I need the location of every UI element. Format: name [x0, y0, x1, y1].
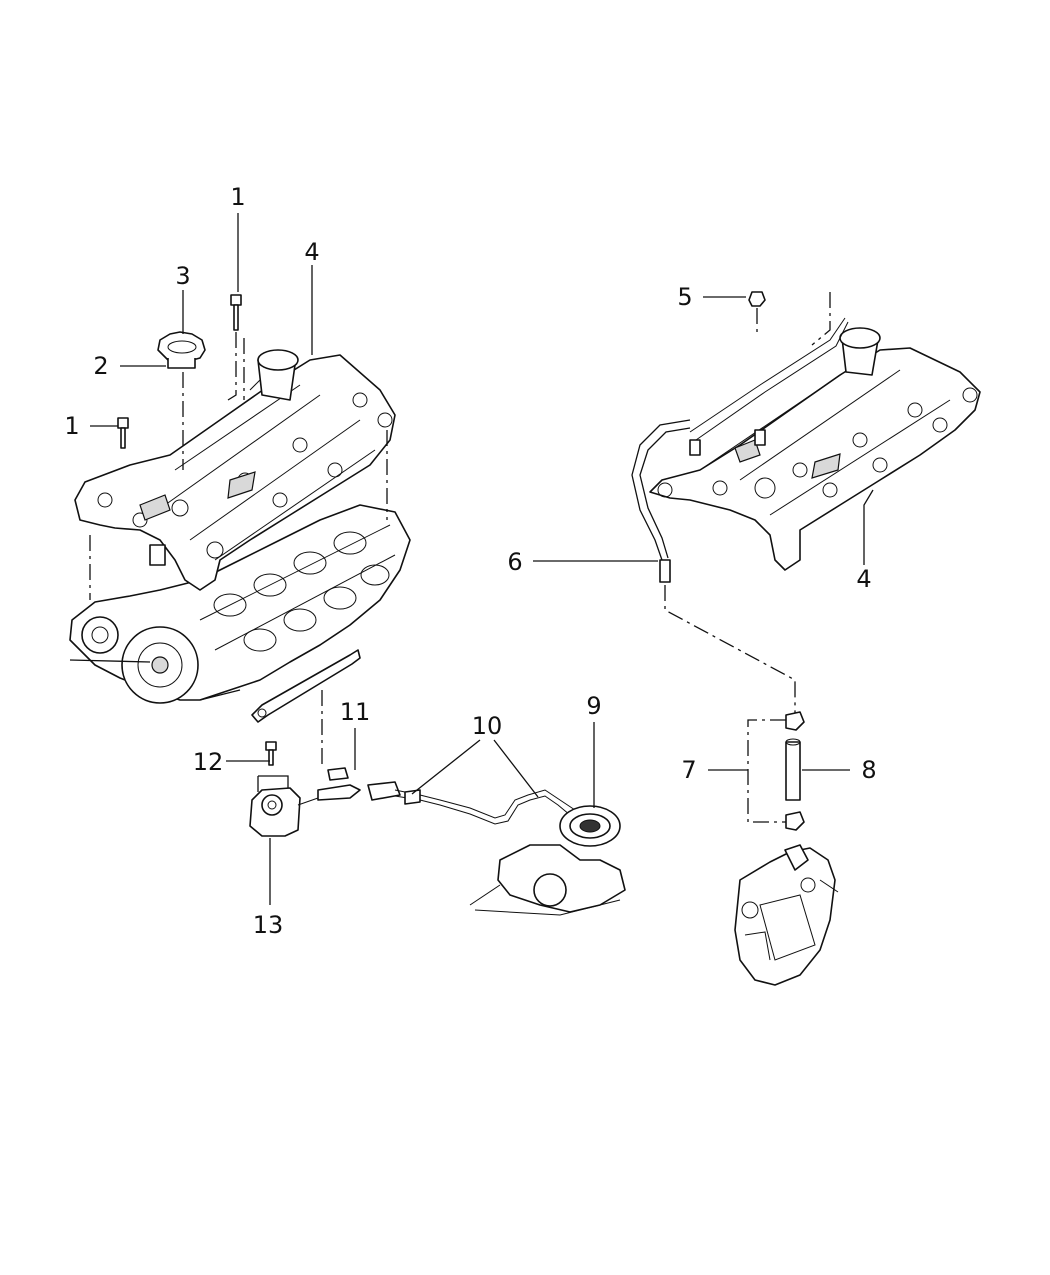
hose-assembly	[785, 711, 805, 831]
callout-3: 3	[175, 262, 190, 290]
vacuum-tube	[631, 419, 691, 583]
nut-part-5	[748, 291, 766, 307]
vacuum-pump	[734, 844, 839, 986]
oil-filler-cap	[157, 331, 206, 369]
right-valve-cover	[649, 317, 981, 571]
callout-9: 9	[586, 692, 601, 720]
leader-10a	[411, 739, 481, 795]
bolt-align-line	[227, 332, 237, 401]
callout-7: 7	[681, 756, 696, 784]
callout-6: 6	[507, 548, 522, 576]
callout-2: 2	[93, 352, 108, 380]
callout-11: 11	[340, 698, 371, 726]
callout-1-left: 1	[64, 412, 79, 440]
hose-bracket-line	[747, 719, 786, 823]
harness-part-10	[317, 767, 576, 825]
leader-10b	[493, 739, 539, 798]
callout-10: 10	[472, 712, 503, 740]
bolt-left	[117, 417, 129, 449]
bolt-bracket	[258, 775, 289, 790]
left-cylinder-head	[69, 504, 411, 704]
left-valve-cover	[74, 349, 396, 591]
solenoid-part-13	[249, 787, 319, 837]
small-tube-part	[251, 649, 361, 723]
callout-13: 13	[253, 911, 284, 939]
bolt-upper	[230, 294, 242, 331]
callout-4-left: 4	[304, 238, 319, 266]
egr-valve-part-9	[469, 805, 626, 916]
rail-align-line	[811, 292, 831, 346]
callout-1-upper: 1	[230, 183, 245, 211]
callout-4-right: 4	[856, 565, 871, 593]
callout-12: 12	[193, 748, 224, 776]
callout-5: 5	[677, 283, 692, 311]
callout-8: 8	[861, 756, 876, 784]
leader-4b	[863, 489, 874, 565]
tube-to-connector-line	[664, 585, 796, 715]
bolt-part-12	[265, 741, 277, 766]
